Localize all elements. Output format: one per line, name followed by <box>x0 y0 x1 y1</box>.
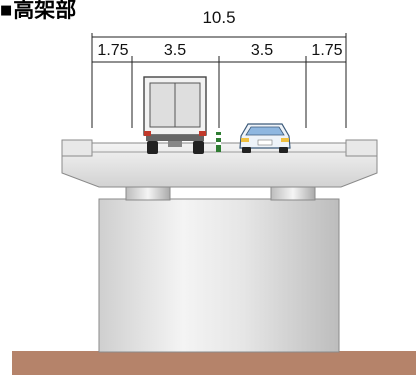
ground <box>12 351 416 375</box>
lane-label-3: 3.5 <box>251 42 273 59</box>
car-icon <box>239 123 291 153</box>
dimension-lines <box>91 33 347 128</box>
title-marker: ■ <box>0 3 13 18</box>
lane-label-2: 3.5 <box>164 42 186 59</box>
right-parapet <box>345 139 378 157</box>
lane-label-4: 1.75 <box>311 42 342 59</box>
pier <box>98 198 340 353</box>
section-title-text: 高架部 <box>13 0 77 22</box>
section-title: ■高架部 <box>0 0 76 23</box>
lane-label-1: 1.75 <box>97 42 128 59</box>
total-width-label: 10.5 <box>202 8 235 27</box>
bearings <box>125 184 316 201</box>
truck-icon <box>143 76 207 154</box>
left-parapet <box>61 139 93 157</box>
median-post <box>216 132 221 152</box>
